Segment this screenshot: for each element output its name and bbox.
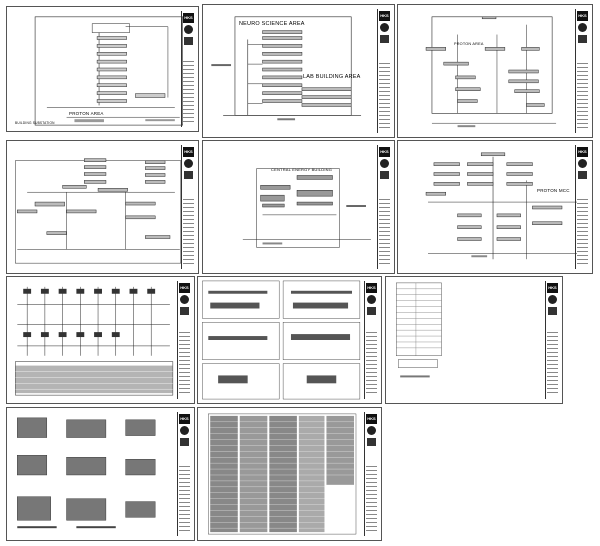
revision-rows: [379, 197, 390, 266]
revision-rows: [179, 331, 190, 396]
seal-icon: [184, 25, 193, 34]
revision-rows: [183, 197, 194, 266]
title-block: HKS: [545, 281, 559, 399]
detail-diagrams-10: [17, 417, 156, 529]
drawing-sheet-7[interactable]: HKS: [6, 276, 195, 404]
drawing-sheet-9[interactable]: HKS: [385, 276, 563, 404]
revision-rows: [577, 61, 588, 130]
revision-rows: [379, 61, 390, 130]
seal-icon: [380, 23, 389, 32]
title-block: HKS: [377, 9, 391, 133]
seal-icon: [578, 159, 587, 168]
drawing-sheet-4[interactable]: HKS: [6, 140, 199, 274]
sheet-6-mcc-label: PROTON MCC: [537, 188, 570, 193]
detail-diagrams-8: [202, 280, 361, 400]
firm-logo: HKS: [577, 11, 588, 21]
firm-logo: HKS: [577, 147, 588, 157]
north-arrow-icon: [184, 37, 193, 45]
north-arrow-icon: [578, 35, 587, 43]
seal-icon: [180, 426, 189, 435]
riser-diagram-6: [425, 152, 586, 260]
one-line-diagram-7: [15, 286, 174, 396]
drawing-sheet-3[interactable]: PROTON AREA HKS: [397, 4, 593, 138]
revision-rows: [366, 331, 377, 396]
drawing-sheet-8[interactable]: HKS: [197, 276, 382, 404]
title-block: HKS: [177, 281, 191, 399]
north-arrow-icon: [578, 171, 587, 179]
sheet-3-area-label-proton: PROTON AREA: [454, 42, 484, 46]
riser-diagram-5: [242, 168, 371, 248]
north-arrow-icon: [380, 171, 389, 179]
sheet-2-area-label-lab: LAB BUILDING AREA: [303, 74, 361, 80]
title-block: HKS: [177, 412, 191, 536]
firm-logo: HKS: [366, 414, 377, 424]
firm-logo: HKS: [183, 147, 194, 157]
firm-logo: HKS: [547, 283, 558, 293]
riser-diagram-2: [211, 16, 362, 121]
north-arrow-icon: [367, 438, 376, 446]
seal-icon: [180, 295, 189, 304]
firm-logo: HKS: [366, 283, 377, 293]
riser-diagram-1: [34, 16, 184, 126]
seal-icon: [380, 159, 389, 168]
seal-icon: [578, 23, 587, 32]
title-block: HKS: [364, 412, 378, 536]
sheet-1-area-label-substation: BUILDING SUBSTATION: [15, 121, 55, 125]
north-arrow-icon: [184, 171, 193, 179]
firm-logo: HKS: [179, 414, 190, 424]
revision-rows: [547, 331, 558, 396]
riser-diagram-3: [425, 16, 557, 128]
revision-rows: [183, 60, 194, 124]
north-arrow-icon: [548, 307, 557, 315]
revision-rows: [179, 464, 190, 533]
title-block: HKS: [377, 145, 391, 269]
seal-icon: [548, 295, 557, 304]
sheet-2-area-label-neuro: NEURO SCIENCE AREA: [239, 21, 305, 27]
revision-rows: [577, 197, 588, 266]
north-arrow-icon: [380, 35, 389, 43]
drawing-sheet-10[interactable]: HKS: [6, 407, 195, 541]
north-arrow-icon: [367, 307, 376, 315]
drawing-sheet-11[interactable]: HKS: [197, 407, 382, 541]
north-arrow-icon: [180, 438, 189, 446]
firm-logo: HKS: [379, 11, 390, 21]
title-block: HKS: [364, 281, 378, 399]
schedule-table-9: [396, 282, 442, 378]
seal-icon: [367, 426, 376, 435]
notes-schedule-11: [208, 413, 357, 535]
drawing-sheet-1[interactable]: PROTON AREA BUILDING SUBSTATION HKS: [6, 6, 199, 132]
title-block: HKS: [575, 9, 589, 133]
title-block: HKS: [575, 145, 589, 269]
north-arrow-icon: [180, 307, 189, 315]
firm-logo: HKS: [179, 283, 190, 293]
riser-diagram-4: [15, 158, 182, 264]
title-block: HKS: [181, 11, 195, 127]
drawing-sheet-5[interactable]: CENTRAL ENERGY BUILDING HKS: [202, 140, 395, 274]
revision-rows: [366, 464, 377, 533]
drawing-sheet-6[interactable]: PROTON MCC HKS: [397, 140, 593, 274]
sheet-5-building-label: CENTRAL ENERGY BUILDING: [271, 167, 333, 172]
sheet-1-area-label-proton: PROTON AREA: [69, 111, 104, 116]
drawing-sheet-2[interactable]: NEURO SCIENCE AREA LAB BUILDING AREA HKS: [202, 4, 395, 138]
title-block: HKS: [181, 145, 195, 269]
seal-icon: [367, 295, 376, 304]
firm-logo: HKS: [379, 147, 390, 157]
seal-icon: [184, 159, 193, 168]
firm-logo: HKS: [183, 13, 194, 23]
